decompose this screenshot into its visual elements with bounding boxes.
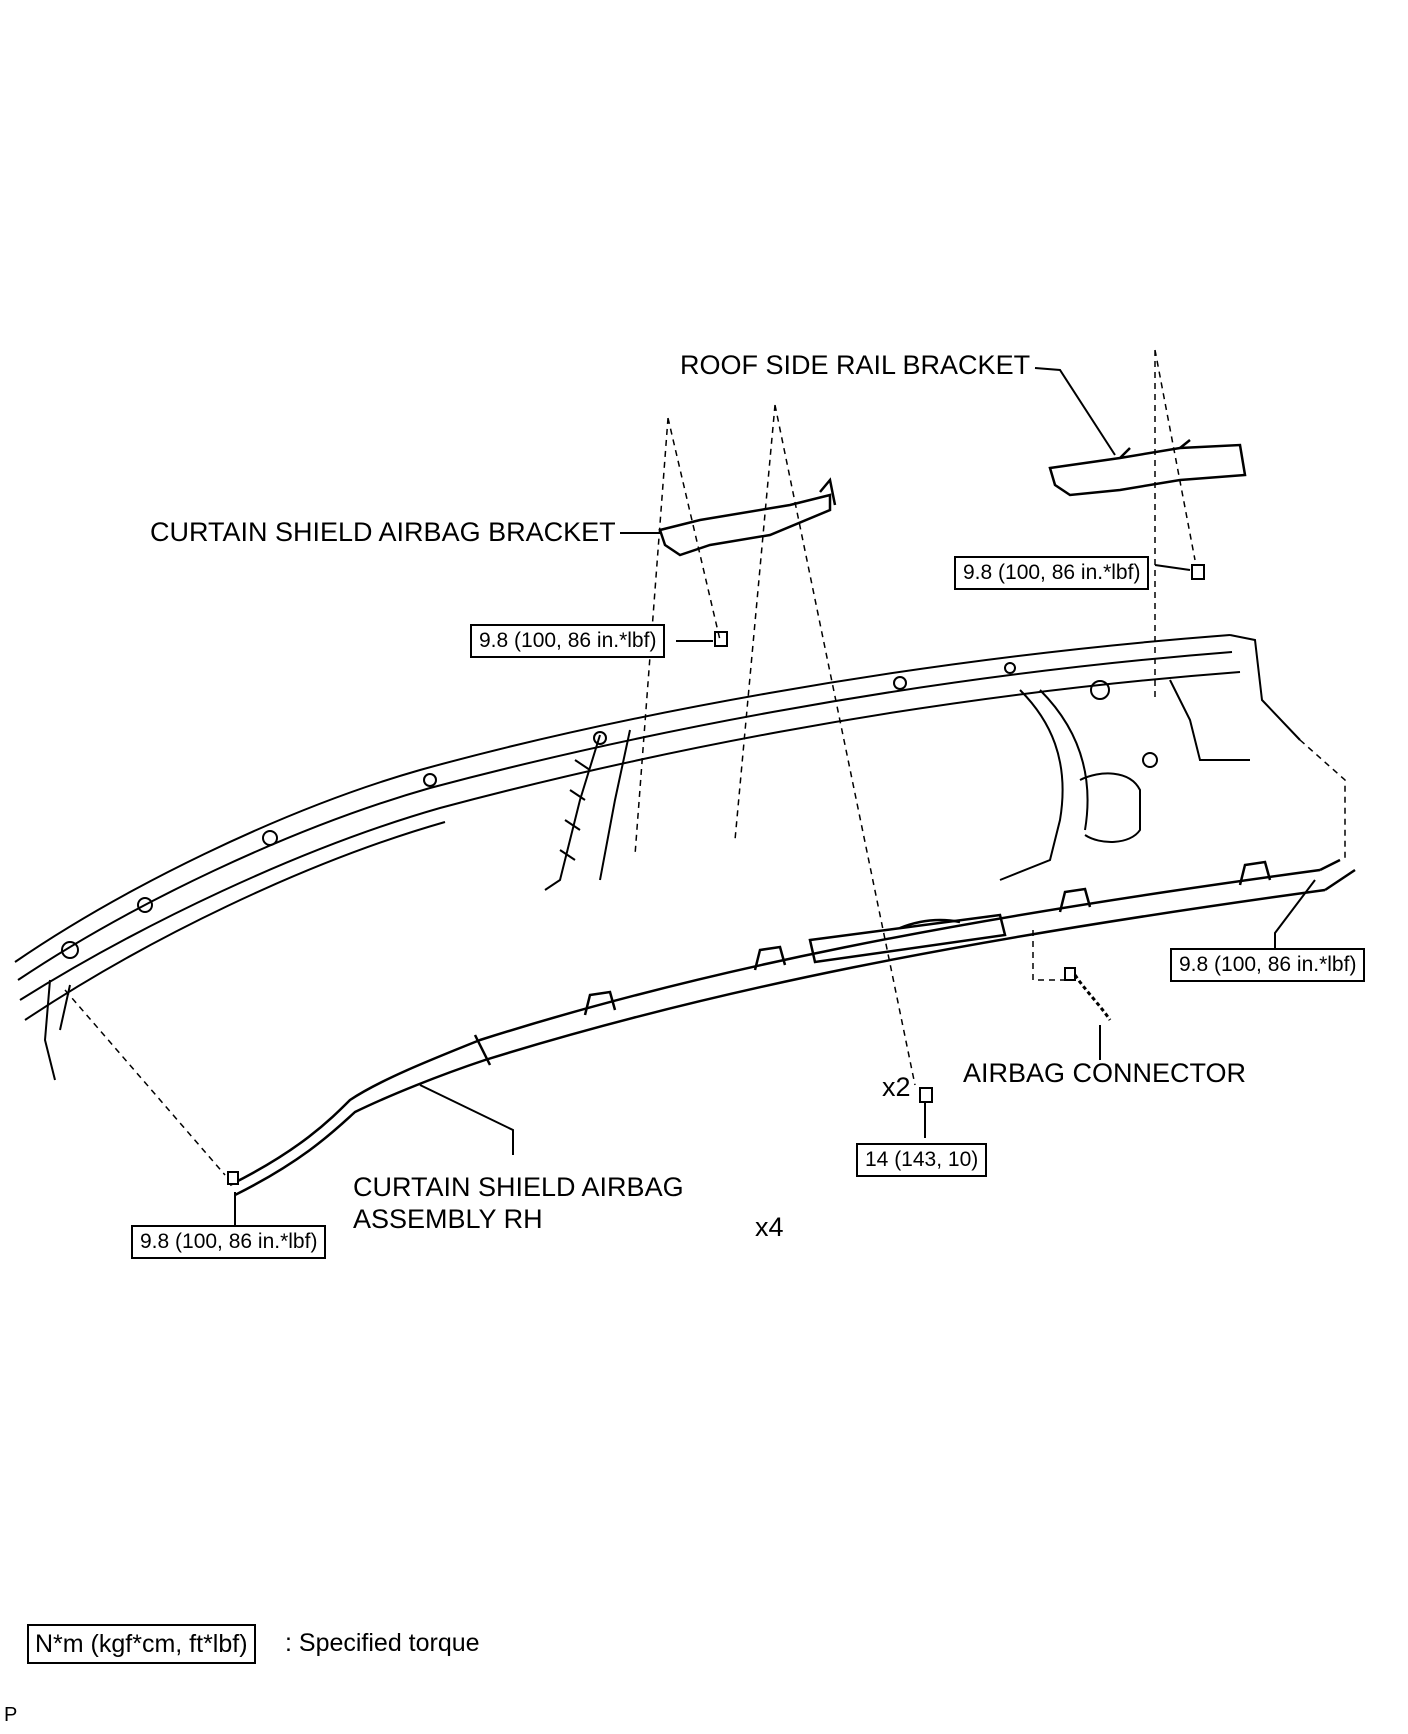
corner-mark: P <box>4 1704 18 1726</box>
label-curtain-shield-airbag-assembly-line2: ASSEMBLY RH <box>353 1204 543 1234</box>
label-airbag-connector: AIRBAG CONNECTOR <box>963 1058 1247 1088</box>
legend-unit-box: N*m (kgf*cm, ft*lbf) <box>27 1624 256 1664</box>
assembly-guide-lines <box>64 349 1346 1176</box>
torque-rear-end-bolt: 9.8 (100, 86 in.*lbf) <box>1170 948 1366 982</box>
bolt-icon <box>1191 564 1205 580</box>
label-curtain-shield-airbag-bracket: CURTAIN SHIELD AIRBAG BRACKET <box>150 517 616 547</box>
bolt-icon <box>919 1087 933 1103</box>
curtain-shield-airbag-bracket-part <box>658 477 837 557</box>
legend-description: : Specified torque <box>285 1629 480 1657</box>
airbag-connector-cable <box>1073 974 1112 1021</box>
bolt-icon <box>714 631 728 647</box>
torque-roof-bracket-bolt: 9.8 (100, 86 in.*lbf) <box>954 556 1150 590</box>
bolt-icon <box>227 1171 239 1185</box>
roof-side-rail-body <box>14 634 1301 1081</box>
curtain-shield-airbag-assembly <box>229 858 1356 1197</box>
leader-lines <box>234 367 1316 1230</box>
label-curtain-shield-airbag-assembly-line1: CURTAIN SHIELD AIRBAG <box>353 1172 684 1202</box>
bolt-icon <box>1064 967 1076 981</box>
bolt-icons <box>227 564 1205 1185</box>
torque-airbag-bracket-bolt: 9.8 (100, 86 in.*lbf) <box>470 624 666 658</box>
roof-side-rail-bracket-part <box>1048 439 1247 497</box>
torque-center-bolts: 14 (143, 10) <box>856 1143 988 1177</box>
quantity-x2: x2 <box>882 1072 911 1102</box>
label-roof-side-rail-bracket: ROOF SIDE RAIL BRACKET <box>680 350 1031 380</box>
torque-front-end-bolt: 9.8 (100, 86 in.*lbf) <box>131 1225 327 1259</box>
quantity-x4: x4 <box>755 1212 784 1242</box>
